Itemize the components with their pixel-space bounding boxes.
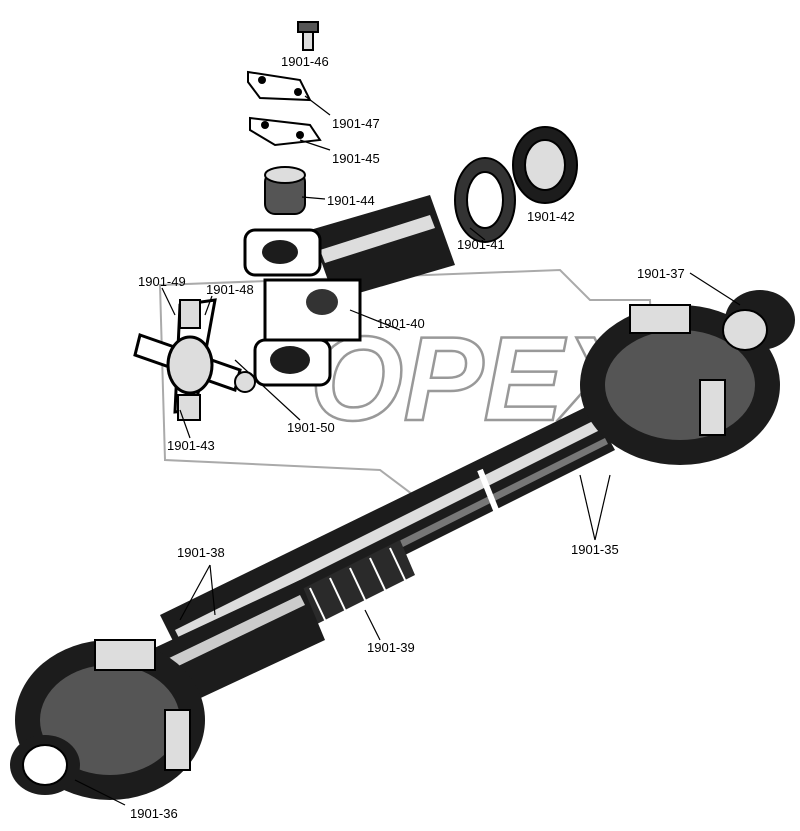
callout-1901-49: 1901-49 xyxy=(138,274,186,289)
gear-ring-outer xyxy=(512,126,578,204)
bearing-cap xyxy=(264,166,306,215)
callout-1901-44: 1901-44 xyxy=(327,193,375,208)
callout-1901-42: 1901-42 xyxy=(527,209,575,224)
callout-1901-48: 1901-48 xyxy=(206,282,254,297)
retainer-strap xyxy=(247,70,312,102)
callout-1901-43: 1901-43 xyxy=(167,438,215,453)
cross-spider xyxy=(133,298,256,421)
callout-1901-45: 1901-45 xyxy=(332,151,380,166)
callout-1901-37: 1901-37 xyxy=(637,266,685,281)
leader-lines xyxy=(74,95,741,806)
callout-1901-41: 1901-41 xyxy=(457,237,505,252)
callout-1901-36: 1901-36 xyxy=(130,806,178,821)
callout-1901-50: 1901-50 xyxy=(287,420,335,435)
gear-ring-inner xyxy=(454,157,516,243)
universal-joint-right xyxy=(580,290,795,465)
cap-screw xyxy=(297,21,319,51)
callout-1901-47: 1901-47 xyxy=(332,116,380,131)
callout-1901-35: 1901-35 xyxy=(571,542,619,557)
yoke-with-tube xyxy=(243,195,455,387)
splined-section xyxy=(300,540,415,625)
callout-1901-39: 1901-39 xyxy=(367,640,415,655)
callout-1901-38: 1901-38 xyxy=(177,545,225,560)
callout-1901-40: 1901-40 xyxy=(377,316,425,331)
callout-1901-46: 1901-46 xyxy=(281,54,329,69)
lock-plate xyxy=(249,116,322,147)
sleeve-tube xyxy=(150,580,325,710)
universal-joint-bottom xyxy=(10,639,205,800)
